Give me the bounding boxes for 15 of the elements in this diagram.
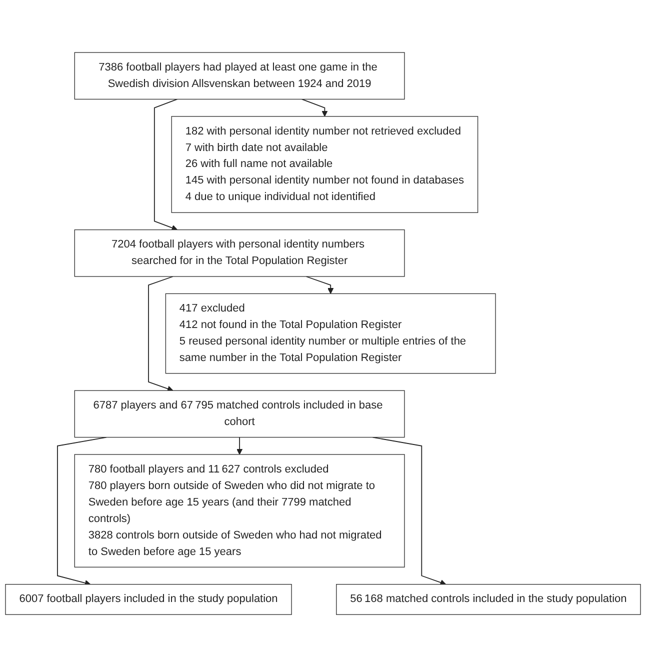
node-box: 182 with personal identity number not retrieved excluded 7 with birth date not available 26 with full name not available 145 with personal identity number not found in databases 4 due to unique individual not identified bbox=[171, 116, 478, 213]
node-box: 417 excluded 412 not found in the Total Population Register 5 reused personal identity number or multiple entries of the same number in the Total Population Register bbox=[165, 293, 496, 374]
node-box: 7204 football players with personal identity numbers searched for in the Total Population Register bbox=[74, 229, 405, 277]
arrow bbox=[154, 98, 178, 231]
arrow bbox=[57, 436, 107, 586]
node-box: 6007 football players included in the study population bbox=[5, 584, 292, 615]
arrow bbox=[372, 436, 446, 586]
arrow bbox=[236, 436, 243, 455]
node-box: 7386 football players had played at least one game in the Swedish division Allsvenskan between 1924 and 2019 bbox=[74, 52, 405, 100]
arrow bbox=[301, 98, 328, 117]
node-box: 6787 players and 67 795 matched controls included in base cohort bbox=[74, 390, 405, 438]
node-box: 780 football players and 11 627 controls excluded 780 players born outside of Sweden who did not migrate to Sweden before age 15 years (and their 7799 matched controls) 3828 controls born outside of Sweden who had not migrated to Sweden before age 15 years bbox=[74, 454, 405, 568]
arrow bbox=[148, 276, 174, 392]
node-box: 56 168 matched controls included in the study population bbox=[336, 584, 641, 615]
arrow bbox=[306, 276, 334, 294]
